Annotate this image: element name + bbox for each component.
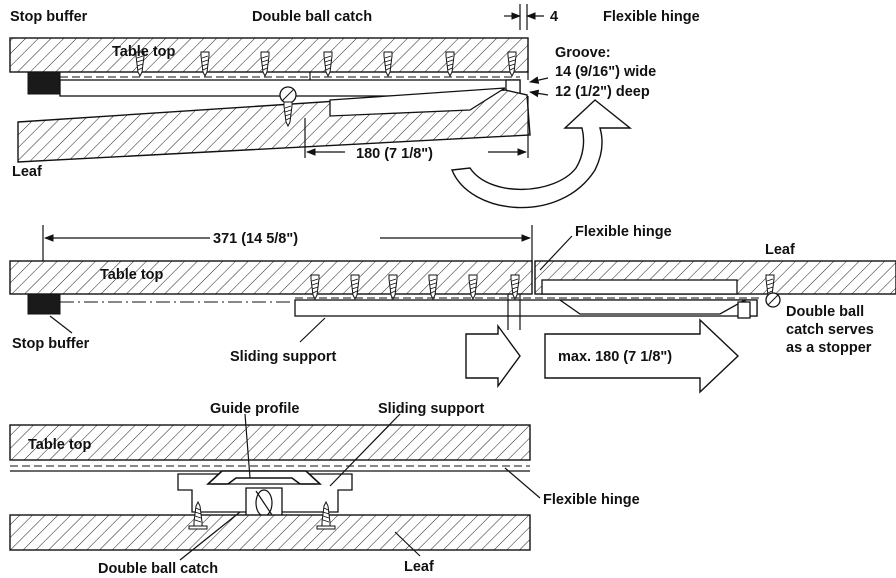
figure-3-cross-section: Guide profile Sliding support Table top … xyxy=(9,401,640,577)
table-top-label: Table top xyxy=(28,437,92,453)
screw xyxy=(310,274,320,300)
leaf-label: Leaf xyxy=(404,559,434,575)
leaf-label: Leaf xyxy=(765,242,795,258)
slide-arrow-left xyxy=(465,323,521,389)
stopper-label-line1: Double ball xyxy=(786,304,864,320)
figure-2-extended-position: 371 (14 5/8") Flexible hinge Leaf Table … xyxy=(9,224,896,394)
stop-buffer-label: Stop buffer xyxy=(10,9,88,25)
table-top-label: Table top xyxy=(100,267,164,283)
flexible-hinge-label: Flexible hinge xyxy=(603,9,700,25)
screw xyxy=(468,274,478,300)
flexible-hinge-label: Flexible hinge xyxy=(575,224,672,240)
screw xyxy=(510,274,520,300)
groove-title-label: Groove: xyxy=(555,45,611,61)
leaf-slab xyxy=(9,514,531,551)
dim-4-label: 4 xyxy=(550,9,558,25)
stop-buffer-block xyxy=(27,71,61,95)
rotation-arrow xyxy=(451,99,632,209)
double-ball-catch-label: Double ball catch xyxy=(98,561,218,577)
screw xyxy=(388,274,398,300)
double-ball-catch-label: Double ball catch xyxy=(252,9,372,25)
groove-wide-label: 14 (9/16") wide xyxy=(555,64,656,80)
figure-1-closed-position: Stop buffer Double ball catch 4 Flexible… xyxy=(9,4,700,209)
sliding-support-label: Sliding support xyxy=(230,349,336,365)
groove-deep-label: 12 (1/2") deep xyxy=(555,84,650,100)
leaf-label: Leaf xyxy=(12,164,42,180)
stop-buffer-block xyxy=(27,293,61,315)
stop-buffer-label: Stop buffer xyxy=(12,336,90,352)
stopper-label-line3: as a stopper xyxy=(786,340,872,356)
dim-180-label: 180 (7 1/8") xyxy=(356,146,433,162)
screw xyxy=(428,274,438,300)
table-top-label: Table top xyxy=(112,44,176,60)
stopper-label-line2: catch serves xyxy=(786,322,874,338)
dim-371-label: 371 (14 5/8") xyxy=(213,231,298,247)
slide-arrow-max xyxy=(544,318,740,394)
guide-profile-label: Guide profile xyxy=(210,401,299,417)
dim-max-180-label: max. 180 (7 1/8") xyxy=(558,349,672,365)
sliding-support-label: Sliding support xyxy=(378,401,484,417)
table-top-slab xyxy=(9,260,533,295)
screw xyxy=(350,274,360,300)
table-top-slab xyxy=(9,424,531,461)
flexible-hinge-label: Flexible hinge xyxy=(543,492,640,508)
